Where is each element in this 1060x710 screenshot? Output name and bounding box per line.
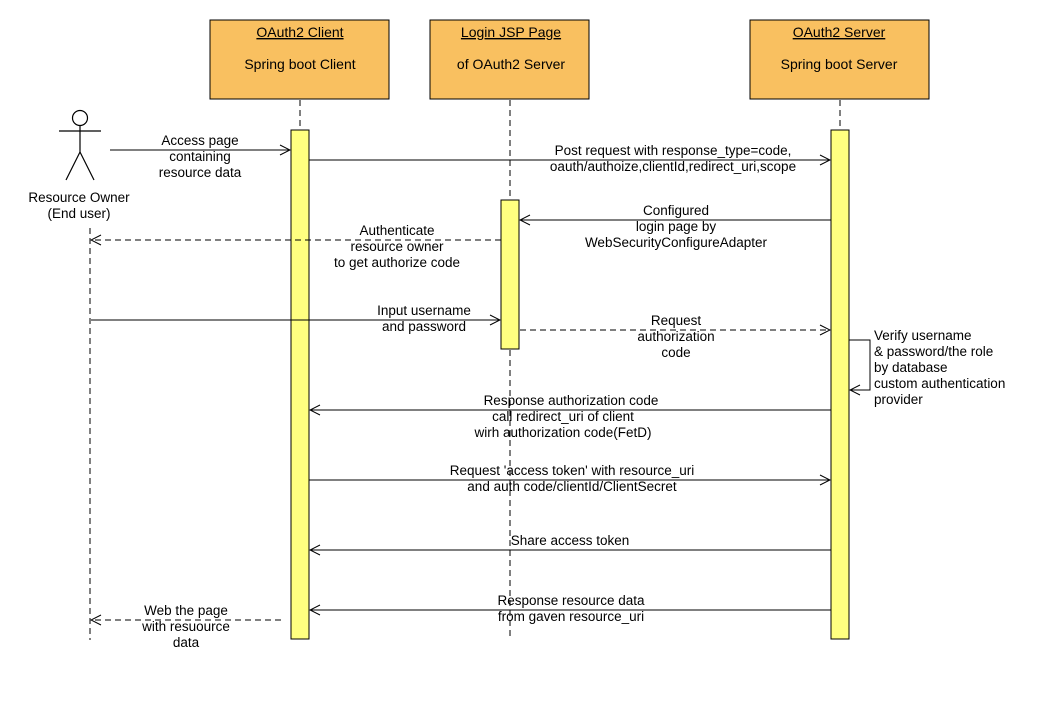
message-label: from gaven resource_uri [498,609,644,624]
message-label: custom authentication [874,376,1005,391]
message-label: with resuource [141,619,230,634]
message-label: provider [874,392,923,407]
message-label: to get authorize code [334,255,460,270]
message-label: wirh authorization code(FetD) [473,425,651,440]
participant-login-jsp: Login JSP Page of OAuth2 Server [429,19,590,100]
participant-box [209,19,390,100]
message-verify-username: Verify username & password/the role by d… [849,328,1005,407]
stick-figure-icon [59,109,101,181]
message-label: containing [169,149,231,164]
message-label: Access page [161,133,238,148]
activation-server [830,129,850,640]
message-label: by database [874,360,948,375]
participant-oauth2-client: OAuth2 Client Spring boot Client [209,19,390,100]
message-authenticate: Authenticate resource owner to get autho… [91,223,501,270]
message-label: and auth code/clientId/ClientSecret [467,479,677,494]
message-label: resource data [159,165,242,180]
message-label: WebSecurityConfigureAdapter [585,235,768,250]
message-share-access-token: Share access token [310,533,831,550]
message-label: call redirect_uri of client [492,409,634,424]
message-label: Share access token [511,533,630,548]
message-label: authorization [637,329,714,344]
participant-box [429,19,590,100]
actor-role: (End user) [47,206,110,221]
message-label: Web the page [144,603,228,618]
actor-resource-owner: Resource Owner (End user) [28,109,130,221]
message-label: Request [651,313,702,328]
message-request-access-token: Request 'access token' with resource_uri… [309,463,830,494]
message-response-auth-code: Response authorization code call redirec… [310,393,831,440]
message-label: code [661,345,690,360]
message-label: Configured [643,203,709,218]
message-arrow [849,339,871,390]
participant-subtitle: Spring boot Server [781,56,898,72]
participant-subtitle: Spring boot Client [244,56,355,72]
message-label: and password [382,319,466,334]
participant-subtitle: of OAuth2 Server [457,56,566,72]
message-configured-login-page: Configured login page by WebSecurityConf… [520,203,831,250]
activation-login [500,199,520,350]
message-label: Authenticate [359,223,434,238]
message-access-page: Access page containing resource data [110,133,290,180]
participant-title: OAuth2 Client [256,24,343,40]
message-label: data [173,635,200,650]
message-input-credentials: Input username and password [91,303,500,334]
message-label: oauth/authoize,clientId,redirect_uri,sco… [550,159,796,174]
participant-oauth2-server: OAuth2 Server Spring boot Server [749,19,930,100]
message-label: login page by [636,219,717,234]
activation-client [290,129,310,640]
participant-title: Login JSP Page [461,24,561,40]
message-label: Response resource data [497,593,645,608]
message-label: Request 'access token' with resource_uri [450,463,695,478]
message-label: & password/the role [874,344,993,359]
message-response-resource-data: Response resource data from gaven resour… [310,593,831,624]
message-label: Response authorization code [484,393,659,408]
participant-box [749,19,930,100]
message-label: Input username [377,303,471,318]
actor-name: Resource Owner [28,190,130,205]
message-label: Post request with response_type=code, [555,143,792,158]
message-request-auth-code: Request authorization code [520,313,830,360]
message-web-the-page: Web the page with resuource data [91,603,281,650]
message-label: Verify username [874,328,972,343]
message-post-request: Post request with response_type=code, oa… [309,143,830,174]
participant-title: OAuth2 Server [793,24,886,40]
message-label: resource owner [350,239,444,254]
